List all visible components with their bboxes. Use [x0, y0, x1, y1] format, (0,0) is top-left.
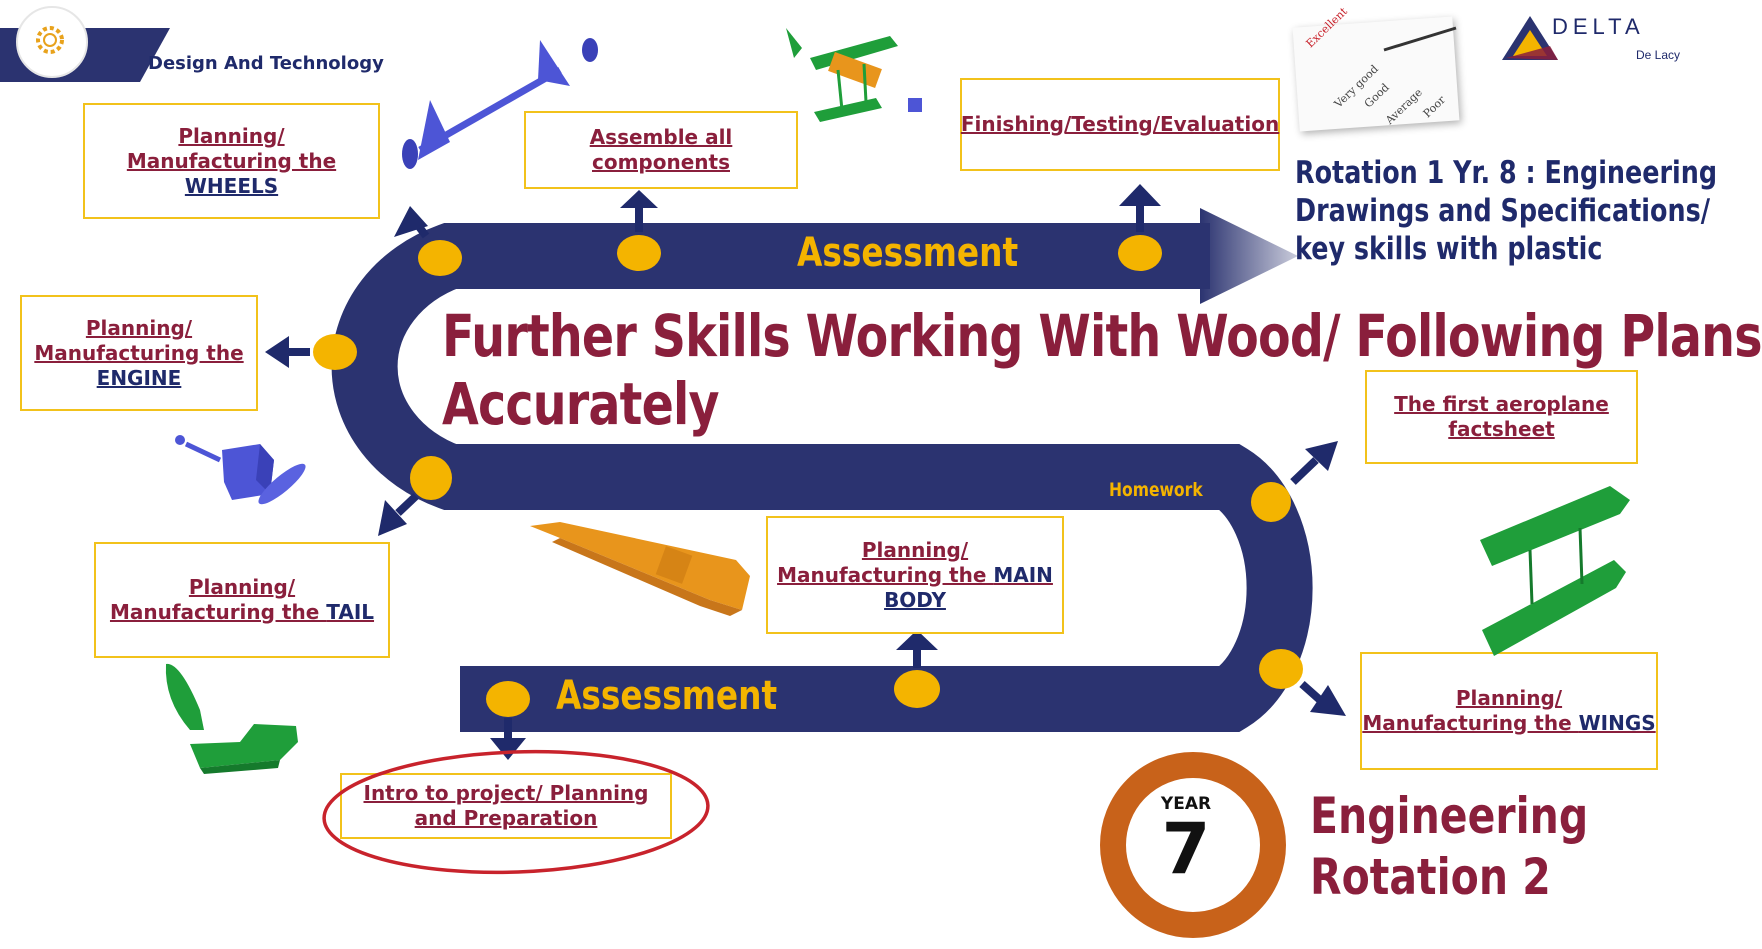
box-wings-line2-em: WINGS	[1578, 711, 1656, 735]
homework-label: Homework	[1109, 479, 1203, 501]
engine-model-icon	[175, 435, 306, 505]
box-wheels[interactable]: Planning/ Manufacturing the WHEELS	[83, 103, 380, 219]
highlight-circle	[322, 749, 710, 875]
brand-name: DELTA	[1552, 14, 1645, 39]
rotation-info-line1: Rotation 1 Yr. 8 : Engineering	[1295, 155, 1718, 191]
box-intro[interactable]: Intro to project/ Planning and Preparati…	[340, 773, 672, 839]
gear-icon	[36, 26, 64, 54]
box-assemble-line1[interactable]: Assemble all	[589, 125, 733, 149]
box-wings-line2-text: Manufacturing the	[1362, 711, 1579, 735]
wheels-model-icon	[402, 38, 598, 169]
engineering-rotation: Engineering Rotation 2	[1310, 786, 1588, 908]
box-main-body-line2-text: Manufacturing the	[777, 562, 994, 587]
box-intro-line2[interactable]: and Preparation	[414, 806, 598, 830]
box-wings-line1[interactable]: Planning/	[1455, 686, 1563, 710]
box-tail-line2-em: TAIL	[326, 600, 375, 624]
box-main-body-line2-em: MAIN	[993, 562, 1053, 587]
engineering-line2: Rotation 2	[1310, 848, 1551, 906]
box-main-body-line1[interactable]: Planning/	[861, 537, 969, 562]
tail-model-icon	[165, 663, 298, 774]
box-wings[interactable]: Planning/ Manufacturing the WINGS	[1360, 652, 1658, 770]
assessment-label-bottom: Assessment	[556, 673, 778, 719]
aeroplane-model-icon	[786, 28, 922, 122]
rotation-info-line2: Drawings and Specifications/	[1295, 193, 1710, 229]
box-engine-line3[interactable]: ENGINE	[96, 365, 182, 390]
box-main-body-line2[interactable]: Manufacturing the MAIN	[777, 563, 1053, 588]
box-main-body-line3[interactable]: BODY	[884, 587, 946, 612]
box-factsheet[interactable]: The first aeroplane factsheet	[1365, 370, 1638, 464]
main-title-line1: Further Skills Working With Wood/ Follow…	[442, 302, 1762, 370]
main-title-line2: Accurately	[442, 370, 720, 438]
road-markers	[265, 184, 1346, 760]
box-factsheet-line1[interactable]: The first aeroplane	[1394, 392, 1609, 416]
box-finishing-line1[interactable]: Finishing/Testing/Evaluation	[960, 112, 1280, 136]
box-intro-line1[interactable]: Intro to project/ Planning	[363, 781, 649, 805]
rotation-info-line3: key skills with plastic	[1295, 231, 1603, 267]
box-wheels-line2[interactable]: Manufacturing the	[126, 148, 337, 173]
rotation-info: Rotation 1 Yr. 8 : Engineering Drawings …	[1295, 154, 1717, 268]
box-main-body[interactable]: Planning/ Manufacturing the MAIN BODY	[766, 516, 1064, 634]
box-assemble-line2[interactable]: components	[592, 150, 730, 174]
box-tail-line2-text: Manufacturing the	[109, 600, 327, 624]
box-tail-line1[interactable]: Planning/	[188, 575, 296, 599]
engineering-line1: Engineering	[1310, 787, 1589, 845]
assessment-label-top: Assessment	[797, 230, 1019, 276]
box-wheels-line3[interactable]: WHEELS	[184, 173, 279, 198]
main-title: Further Skills Working With Wood/ Follow…	[442, 302, 1762, 438]
pencil-icon	[1383, 26, 1457, 52]
box-assemble[interactable]: Assemble all components	[524, 111, 798, 189]
department-label: Design And Technology	[148, 53, 384, 74]
box-tail-line2[interactable]: Manufacturing the TAIL	[110, 600, 374, 625]
box-engine-line1[interactable]: Planning/	[85, 315, 193, 340]
box-tail[interactable]: Planning/ Manufacturing the TAIL	[94, 542, 390, 658]
box-engine-line2[interactable]: Manufacturing the	[34, 340, 244, 365]
box-engine[interactable]: Planning/ Manufacturing the ENGINE	[20, 295, 258, 411]
box-wings-line2[interactable]: Manufacturing the WINGS	[1362, 711, 1655, 736]
wings-model-icon	[1480, 486, 1630, 656]
box-factsheet-line2[interactable]: factsheet	[1448, 417, 1555, 441]
year-label: YEAR	[1160, 794, 1212, 814]
delta-logo-icon	[1502, 16, 1558, 60]
box-finishing[interactable]: Finishing/Testing/Evaluation	[960, 78, 1280, 171]
main-body-model-icon	[530, 522, 750, 616]
box-wheels-line1[interactable]: Planning/	[178, 123, 285, 148]
logo-circle	[16, 6, 88, 78]
year-number: 7	[1161, 808, 1211, 890]
brand-sub: De Lacy	[1636, 48, 1681, 62]
